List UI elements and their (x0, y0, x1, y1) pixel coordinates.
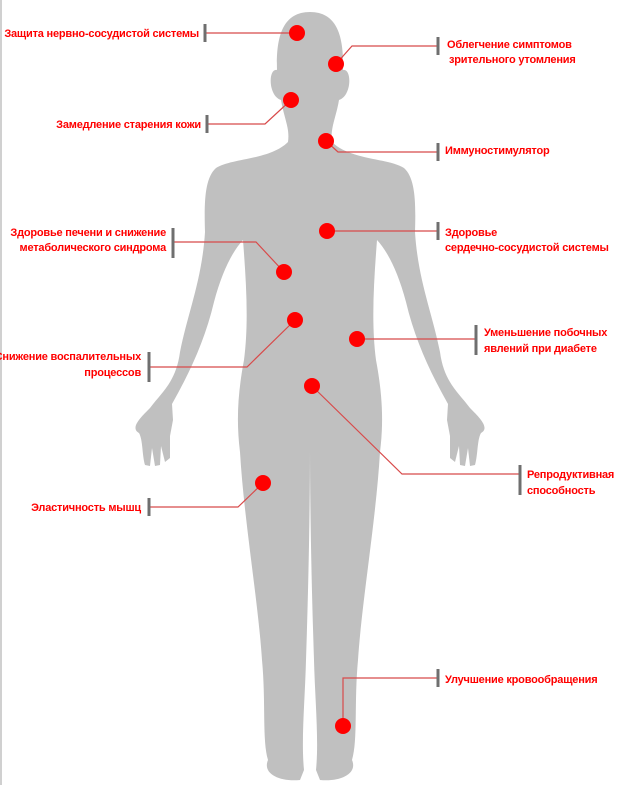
callout-immune: Иммуностимулятор (318, 133, 550, 161)
silhouette-left-half (135, 12, 310, 781)
marker-dot-throat (318, 133, 334, 149)
label-skin: Замедление старения кожи (56, 119, 201, 131)
human-silhouette (135, 12, 485, 781)
callout-muscle: Эластичность мышц (31, 475, 271, 516)
callout-reproductive: Репродуктивная способность (304, 378, 614, 497)
leader-line (150, 482, 264, 508)
marker-dot-neck (283, 92, 299, 108)
callout-inflammation: Снижение воспалительных процессов (0, 312, 303, 382)
silhouette-right-half (310, 12, 485, 781)
callout-diabetes: Уменьшение побочных явлений при диабете (349, 325, 608, 355)
leader-line (150, 319, 296, 368)
leader-line (311, 385, 519, 475)
callout-circulation: Улучшение кровообращения (335, 669, 598, 734)
label-heart-line1: Здоровье (445, 227, 497, 239)
label-reproductive-line2: способность (527, 485, 596, 497)
label-eyes-line2: зрительного утомления (449, 54, 576, 66)
marker-dot-thigh (255, 475, 271, 491)
label-inflammation-line1: Снижение воспалительных (0, 351, 142, 363)
marker-dot-pelvis (304, 378, 320, 394)
label-nervous: Защита нервно-сосудистой системы (4, 28, 199, 40)
leader-line (207, 99, 292, 125)
marker-dot-chest (319, 223, 335, 239)
leader-line (335, 45, 437, 65)
label-eyes-line1: Облегчение симптомов (447, 39, 572, 51)
marker-dot-eye (328, 56, 344, 72)
callout-eyes: Облегчение симптомов зрительного утомлен… (328, 37, 576, 72)
callout-liver: Здоровье печени и снижение метаболическо… (10, 227, 292, 280)
label-inflammation-line2: процессов (84, 367, 141, 379)
label-muscle: Эластичность мышц (31, 502, 141, 514)
leader-line (342, 677, 437, 726)
callout-nervous-system: Защита нервно-сосудистой системы (4, 24, 305, 42)
label-diabetes-line2: явлений при диабете (484, 343, 597, 355)
marker-dot-pancreas (349, 331, 365, 347)
marker-dot-head (289, 25, 305, 41)
label-diabetes-line1: Уменьшение побочных (484, 327, 608, 339)
callout-heart: Здоровье сердечно-сосудистой системы (319, 222, 609, 254)
label-reproductive-line1: Репродуктивная (527, 469, 614, 481)
marker-dot-abdomen (287, 312, 303, 328)
label-liver-line1: Здоровье печени и снижение (10, 227, 166, 239)
marker-dot-ankle (335, 718, 351, 734)
callout-skin: Замедление старения кожи (56, 92, 299, 133)
leader-line (174, 241, 285, 273)
label-circulation: Улучшение кровообращения (445, 674, 597, 686)
marker-dot-liver (276, 264, 292, 280)
label-liver-line2: метаболического синдрома (20, 242, 168, 254)
label-heart-line2: сердечно-сосудистой системы (445, 242, 609, 254)
label-immune: Иммуностимулятор (445, 145, 550, 157)
